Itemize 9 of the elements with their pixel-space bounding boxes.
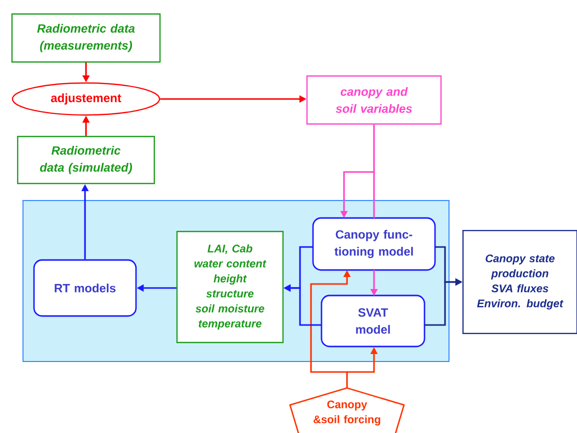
forcing-pentagon: Canopy &soil forcing: [289, 387, 405, 433]
variables-box: canopy and soil variables: [306, 75, 442, 125]
data-box: Radiometric data (simulated): [17, 136, 155, 184]
output-box: Canopy state production SVA fluxes Environ. budget: [462, 230, 577, 334]
model-box: SVAT model: [320, 294, 426, 348]
model-box: Canopy func-tioning model: [312, 217, 436, 271]
model-box: RT models: [33, 259, 137, 317]
data-box: Radiometric data (measurements): [11, 13, 161, 63]
variables-box: LAI, Cab water content height structure soil moisture temperature: [176, 230, 284, 344]
